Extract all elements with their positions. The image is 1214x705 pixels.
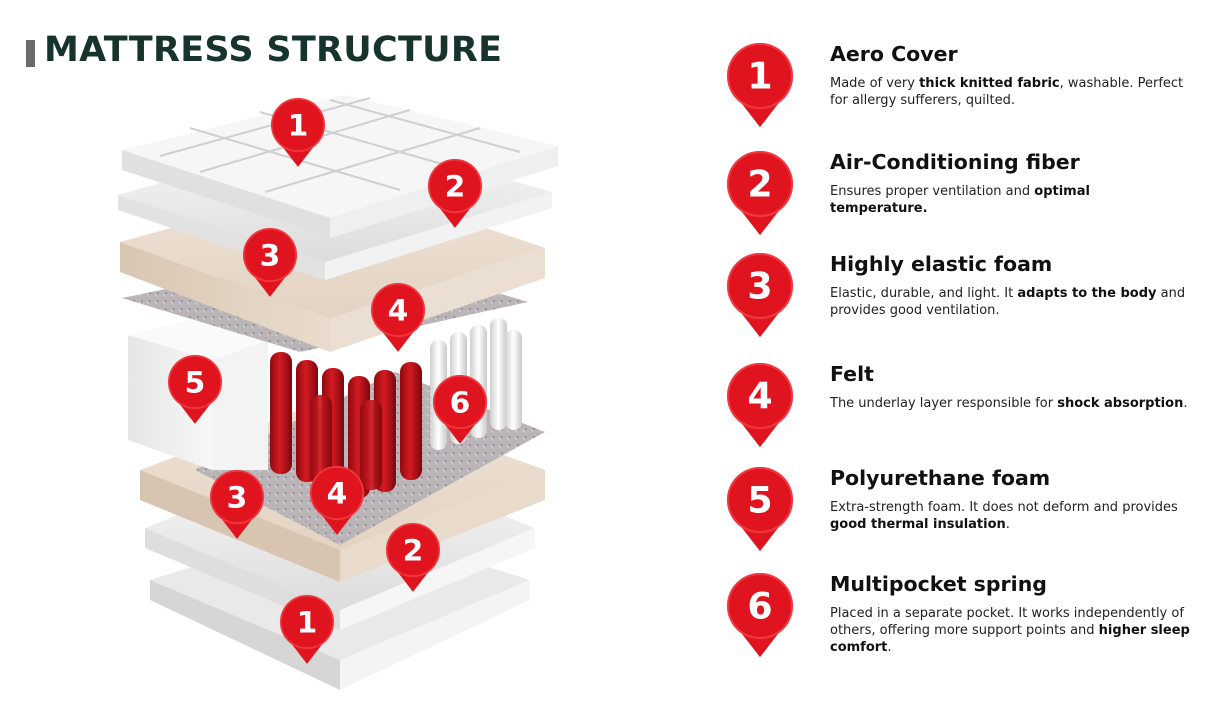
- description-text: and provides good ventilation.: [830, 286, 1186, 318]
- diagram-marker-5-label: 5: [185, 365, 206, 400]
- legend-description: Placed in a separate pocket. It works in…: [830, 605, 1190, 656]
- legend-pin-marker-3-label: 3: [747, 265, 772, 308]
- diagram-marker-9: 2: [385, 522, 441, 592]
- diagram-marker-9-label: 2: [403, 533, 424, 568]
- diagram-marker-6-label: 6: [450, 385, 471, 420]
- legend-pin-4: 4: [726, 362, 794, 448]
- description-emphasis: higher sleep comfort: [830, 623, 1190, 655]
- diagram-marker-1-label: 1: [288, 108, 309, 143]
- legend-pin-marker-2: 2: [726, 150, 794, 236]
- legend-pin-marker-1-label: 1: [747, 55, 772, 98]
- description-emphasis: shock absorption: [1057, 396, 1184, 411]
- diagram-marker-10: 1: [279, 594, 335, 664]
- diagram-marker-4-label: 4: [388, 293, 409, 328]
- legend-title: Highly elastic foam: [830, 252, 1053, 276]
- diagram-markers: 1 2 3 4 5 6 3 4 2 1: [167, 97, 488, 664]
- layer-spring-core: [270, 318, 522, 498]
- description-text: Extra-strength foam. It does not deform …: [830, 500, 1178, 515]
- diagram-marker-8-label: 4: [327, 476, 348, 511]
- legend-pin-marker-5-label: 5: [747, 479, 772, 522]
- legend-pin-marker-3: 3: [726, 252, 794, 338]
- legend-pin-3: 3: [726, 252, 794, 338]
- legend-pin-marker-6-label: 6: [747, 585, 772, 628]
- legend-title: Polyurethane foam: [830, 466, 1051, 490]
- layer-top-cover: [122, 95, 558, 238]
- diagram-marker-2: 2: [427, 158, 483, 228]
- title-accent-bar: [26, 40, 35, 67]
- description-text: Placed in a separate pocket. It works in…: [830, 606, 1184, 638]
- diagram-marker-6: 6: [432, 374, 488, 444]
- legend-title: Multipocket spring: [830, 572, 1047, 596]
- description-text: Made of very: [830, 76, 920, 91]
- description-text: .: [1183, 396, 1188, 411]
- legend-pin-6: 6: [726, 572, 794, 658]
- diagram-marker-7-label: 3: [227, 480, 248, 515]
- description-text: Ensures proper ventilation and: [830, 184, 1035, 199]
- diagram-marker-4: 4: [370, 282, 426, 352]
- diagram-marker-2-label: 2: [445, 169, 466, 204]
- legend-title: Air-Conditioning fiber: [830, 150, 1080, 174]
- legend-description: Extra-strength foam. It does not deform …: [830, 499, 1190, 533]
- diagram-marker-10-label: 1: [297, 605, 318, 640]
- diagram-marker-1: 1: [270, 97, 326, 167]
- legend-description: Ensures proper ventilation and optimal t…: [830, 183, 1190, 217]
- description-emphasis: thick knitted fabric: [919, 76, 1060, 91]
- diagram-marker-5: 5: [167, 354, 223, 424]
- mattress-illustration: 1 2 3 4 5 6 3 4 2 1: [118, 95, 558, 690]
- diagram-marker-3: 3: [242, 227, 298, 297]
- description-text: The underlay layer responsible for: [830, 396, 1058, 411]
- diagram-marker-8: 4: [309, 465, 365, 535]
- legend-pin-marker-1: 1: [726, 42, 794, 128]
- legend-pin-marker-4: 4: [726, 362, 794, 448]
- legend-pin-5: 5: [726, 466, 794, 552]
- legend-description: The underlay layer responsible for shock…: [830, 395, 1190, 412]
- legend-pin-1: 1: [726, 42, 794, 128]
- description-emphasis: good thermal insulation: [830, 517, 1006, 532]
- description-text: Elastic, durable, and light. It: [830, 286, 1018, 301]
- legend-title: Felt: [830, 362, 874, 386]
- legend-pin-marker-6: 6: [726, 572, 794, 658]
- description-text: , washable. Perfect for allergy sufferer…: [830, 76, 1184, 108]
- description-text: .: [1005, 517, 1010, 532]
- description-emphasis: adapts to the body: [1017, 286, 1157, 301]
- diagram-marker-7: 3: [209, 469, 265, 539]
- legend-pin-2: 2: [726, 150, 794, 236]
- legend-pin-marker-4-label: 4: [747, 375, 772, 418]
- legend-description: Made of very thick knitted fabric, washa…: [830, 75, 1190, 109]
- legend-description: Elastic, durable, and light. It adapts t…: [830, 285, 1190, 319]
- description-text: .: [887, 640, 892, 655]
- legend-pin-marker-5: 5: [726, 466, 794, 552]
- diagram-marker-3-label: 3: [260, 238, 281, 273]
- legend-title: Aero Cover: [830, 42, 958, 66]
- page-title: MATTRESS STRUCTURE: [44, 30, 503, 70]
- description-emphasis: optimal temperature.: [830, 184, 1090, 216]
- legend-pin-marker-2-label: 2: [747, 163, 772, 206]
